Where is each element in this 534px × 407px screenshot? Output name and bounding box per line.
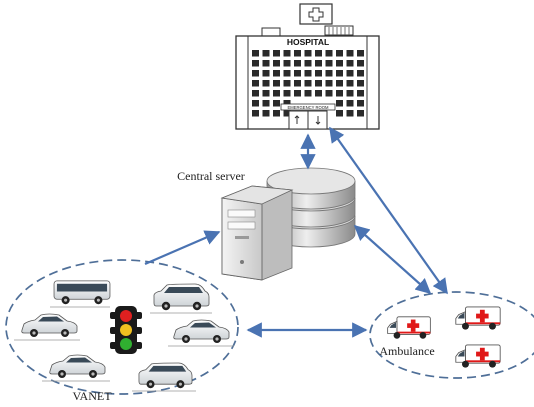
hospital-window — [336, 50, 343, 57]
hospital-window — [273, 60, 280, 67]
hospital-window — [357, 90, 364, 97]
hospital-window — [304, 90, 312, 97]
vanet-cluster-boundary — [5, 259, 239, 395]
ambulance-icon — [455, 306, 501, 331]
hospital-window — [252, 60, 259, 67]
server-icon — [220, 185, 294, 281]
hospital-window — [262, 60, 270, 67]
ambulance-cluster-boundary — [369, 291, 534, 379]
hospital-window — [325, 70, 333, 77]
emergency-room-sign: EMERGENCY ROOM — [287, 105, 329, 110]
hospital-window — [283, 80, 291, 87]
hospital-window — [252, 80, 259, 87]
hospital-window — [252, 70, 259, 77]
hospital-window — [252, 100, 259, 107]
traffic-light-icon — [110, 306, 142, 354]
hospital-window — [273, 50, 280, 57]
hospital-window — [315, 50, 322, 57]
hospital-window — [273, 100, 280, 107]
hospital-window — [336, 70, 343, 77]
hospital-window — [273, 110, 280, 117]
hospital-window — [304, 70, 312, 77]
hospital-window — [336, 100, 343, 107]
hospital-window — [252, 90, 259, 97]
hospital-window — [262, 100, 270, 107]
ambulance-vehicles — [387, 306, 501, 369]
server-ambulance-link — [353, 224, 432, 295]
hospital-window — [283, 100, 291, 107]
hospital-window — [262, 70, 270, 77]
hospital-window — [346, 50, 354, 57]
hospital-window — [357, 80, 364, 87]
hospital-window — [252, 110, 259, 117]
car-icon — [21, 313, 78, 338]
hospital-building-icon — [235, 3, 380, 130]
hospital-window — [304, 50, 312, 57]
hospital-window — [262, 90, 270, 97]
hospital-window — [346, 70, 354, 77]
hospital-window — [336, 80, 343, 87]
hospital-window — [283, 70, 291, 77]
vanet-server-link — [144, 230, 221, 266]
hospital-window — [294, 90, 301, 97]
hospital-window — [304, 60, 312, 67]
hospital-window — [273, 70, 280, 77]
hospital-window — [315, 60, 322, 67]
hospital-window — [262, 80, 270, 87]
hospital-sign: HOSPITAL — [287, 37, 329, 47]
hospital-window — [294, 80, 301, 87]
hospital-window — [325, 50, 333, 57]
hospital-window — [315, 80, 322, 87]
hospital-window — [283, 50, 291, 57]
hospital-window — [357, 50, 364, 57]
central-server-label: Central server — [177, 169, 245, 183]
hospital-window — [325, 80, 333, 87]
car-icon — [173, 319, 230, 344]
hospital-window — [357, 100, 364, 107]
hospital-window — [357, 60, 364, 67]
hospital-window — [262, 50, 270, 57]
hospital-window — [336, 90, 343, 97]
hospital-window — [336, 110, 343, 117]
hospital-window — [294, 50, 301, 57]
hospital-window — [283, 60, 291, 67]
suv-icon — [138, 362, 193, 389]
hospital-window — [294, 60, 301, 67]
hospital-window — [325, 60, 333, 67]
hospital-window — [336, 60, 343, 67]
ambulance-icon — [455, 344, 501, 369]
hospital-window — [283, 110, 291, 117]
bus-icon — [53, 280, 111, 305]
hospital-window — [357, 70, 364, 77]
hospital-window — [273, 80, 280, 87]
hospital-window — [346, 110, 354, 117]
hospital-window — [283, 90, 291, 97]
ambulance-icon — [387, 316, 431, 340]
hospital-window — [346, 60, 354, 67]
ambulance-label: Ambulance — [379, 344, 434, 358]
hospital-ambulance-link — [329, 126, 448, 295]
hospital-window — [346, 100, 354, 107]
vanet-vehicles — [14, 280, 234, 392]
vanet-label: VANET — [72, 389, 112, 403]
hospital-window — [325, 90, 333, 97]
hospital-window — [262, 110, 270, 117]
suv-icon — [153, 283, 210, 311]
hospital-window — [304, 80, 312, 87]
communication-links — [144, 126, 448, 338]
hospital-window — [315, 90, 322, 97]
hospital-window — [346, 80, 354, 87]
hospital-window — [273, 90, 280, 97]
hospital-window — [252, 50, 259, 57]
hospital-window — [357, 110, 364, 117]
car-icon — [49, 354, 106, 379]
hospital-window — [315, 70, 322, 77]
hospital-window — [294, 70, 301, 77]
hospital-window — [346, 90, 354, 97]
